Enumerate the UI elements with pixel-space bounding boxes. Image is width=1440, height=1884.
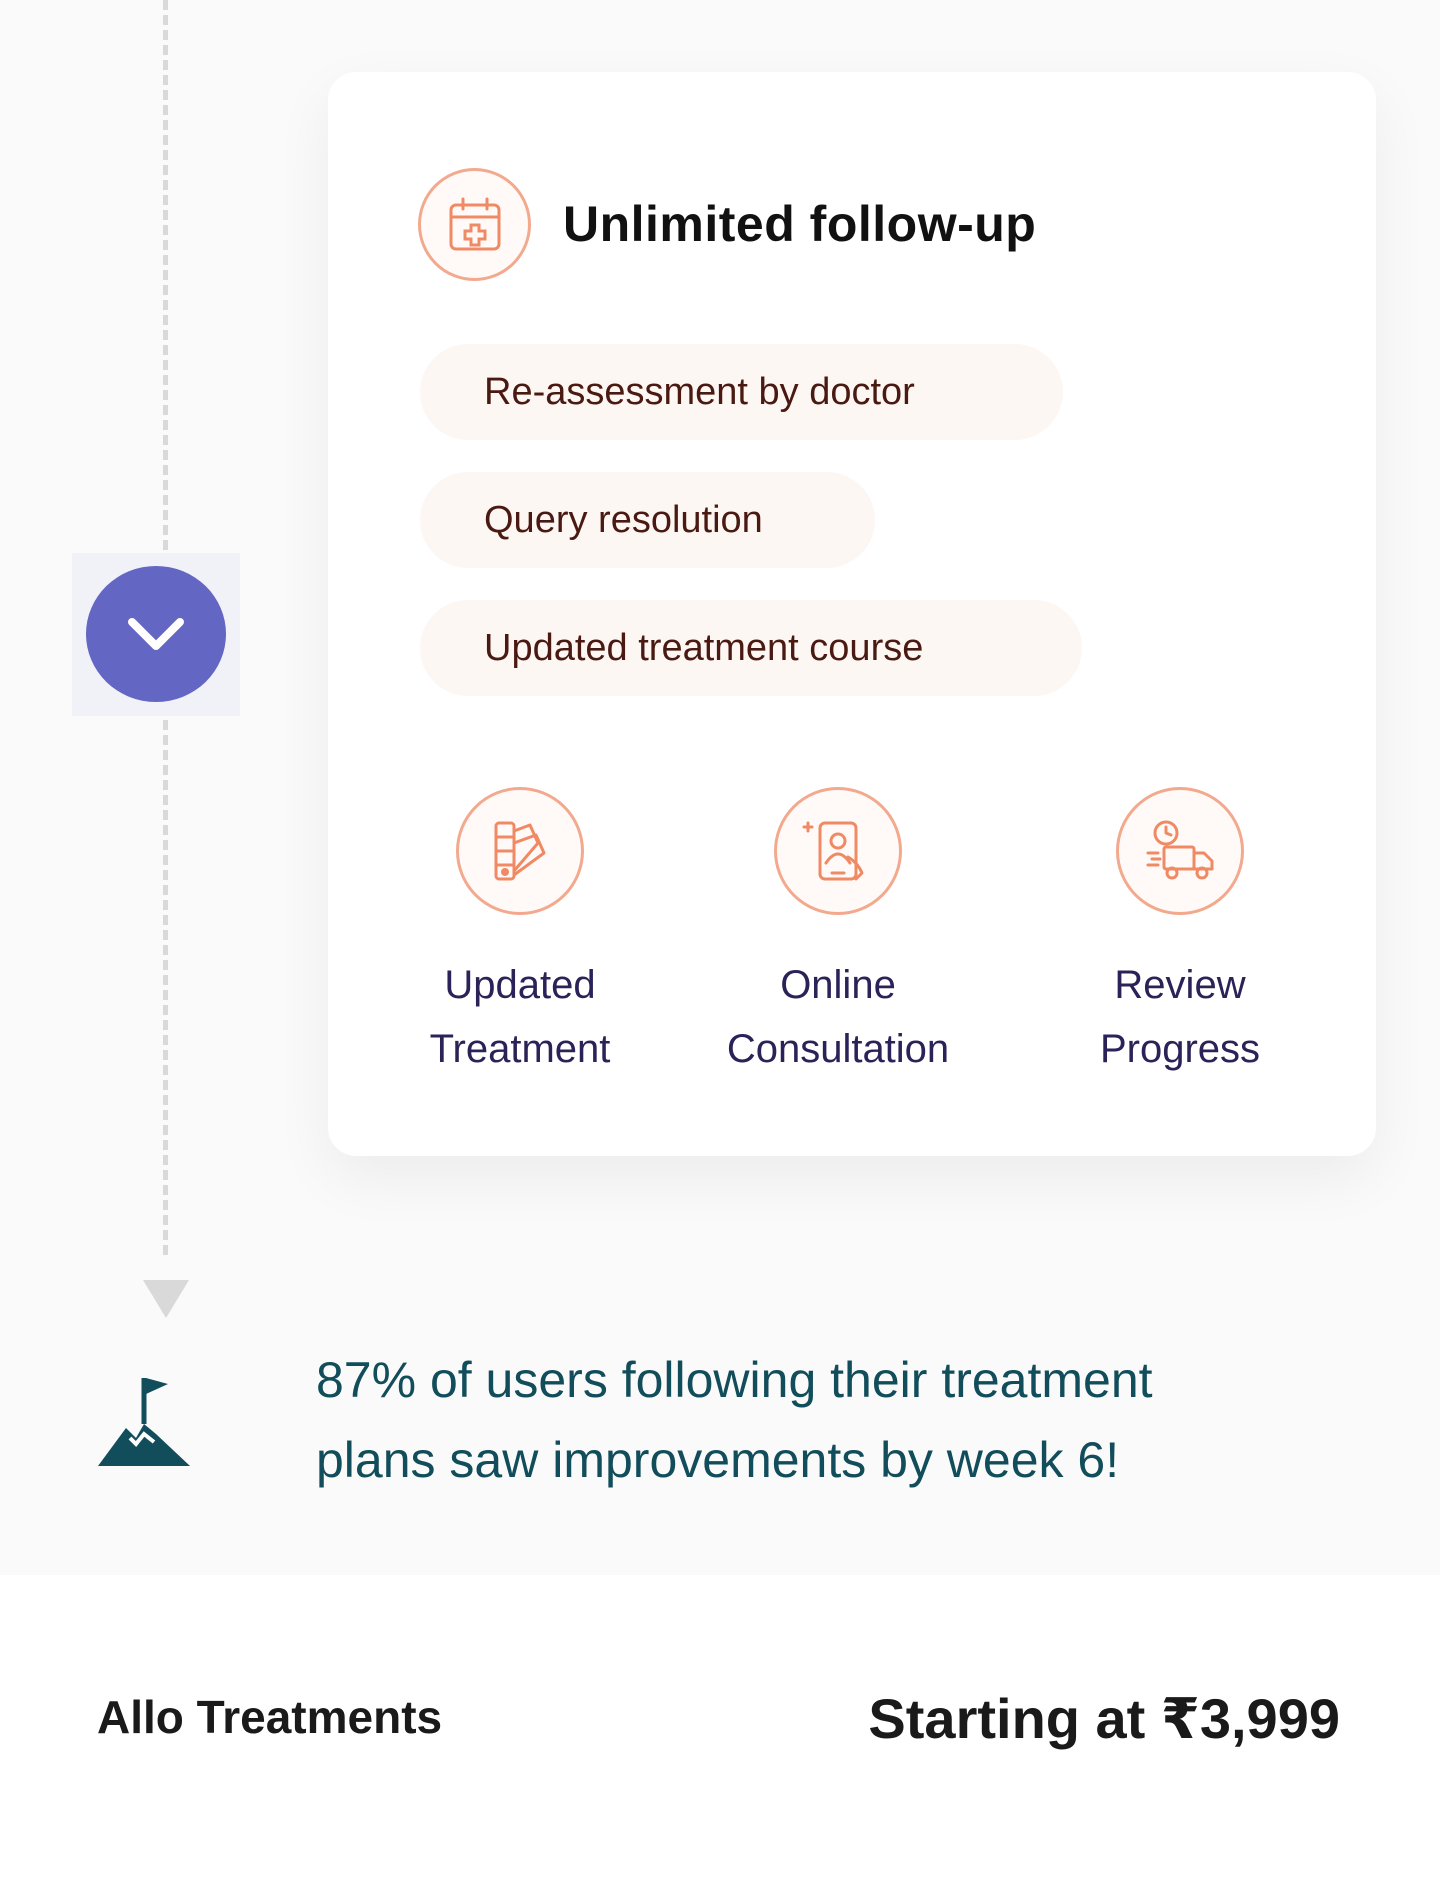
footer-price: Starting at ₹3,999 (868, 1687, 1340, 1750)
delivery-truck-clock-icon (1116, 787, 1244, 915)
phone-doctor-icon (774, 787, 902, 915)
footer-title: Allo Treatments (97, 1691, 443, 1743)
milestone-stat-text: 87% of users following their treatment p… (316, 1352, 1153, 1488)
timeline-section: Unlimited follow-up Re-assessment by doc… (86, 0, 1376, 1488)
feature-label: Updated Treatment (429, 963, 611, 1071)
chip-updated-course: Updated treatment course (420, 600, 1082, 696)
card-title: Unlimited follow-up (563, 196, 1037, 252)
mountain-flag-icon (96, 1372, 192, 1468)
feature-label: Online Consultation (726, 963, 950, 1071)
timeline-arrow-down-icon (143, 1280, 189, 1318)
feature-review-progress: Review Progress (1050, 787, 1310, 1081)
step-expand-button[interactable] (86, 566, 226, 702)
feature-updated-treatment: Updated Treatment (390, 787, 650, 1081)
feature-online-consultation: Online Consultation (678, 787, 998, 1081)
follow-up-card: Unlimited follow-up Re-assessment by doc… (328, 72, 1376, 1156)
calendar-medical-icon (418, 168, 531, 281)
chip-query-resolution: Query resolution (420, 472, 875, 568)
chevron-down-icon (128, 618, 184, 650)
chip-reassessment: Re-assessment by doctor (420, 344, 1063, 440)
feature-label: Review Progress (1099, 963, 1261, 1071)
treatment-swatch-icon (456, 787, 584, 915)
